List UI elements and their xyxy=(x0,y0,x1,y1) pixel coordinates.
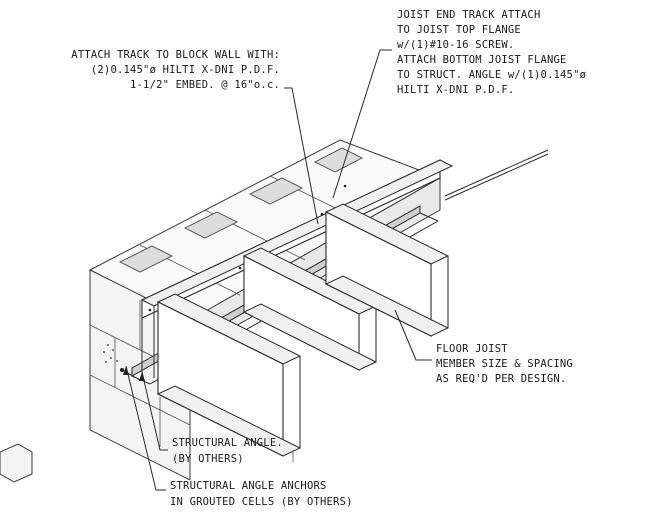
note-joist-end-track: JOIST END TRACK ATTACH TO JOIST TOP FLAN… xyxy=(397,9,587,96)
note-line: HILTI X-DNI P.D.F. xyxy=(397,84,514,96)
note-line: ATTACH BOTTOM JOIST FLANGE xyxy=(397,54,567,66)
note-line: 1-1/2" EMBED. @ 16"o.c. xyxy=(130,79,280,91)
slab-fragment xyxy=(0,443,33,483)
leader-floor-joist xyxy=(394,309,432,361)
note-structural-angle: STRUCTURAL ANGLE. (BY OTHERS) xyxy=(172,437,283,465)
note-line: TO STRUCT. ANGLE w/(1)0.145"ø xyxy=(397,69,587,81)
note-floor-joist: FLOOR JOIST MEMBER SIZE & SPACING AS REQ… xyxy=(436,343,573,385)
note-line: TO JOIST TOP FLANGE xyxy=(397,24,521,36)
note-line: w/(1)#10-16 SCREW. xyxy=(397,39,514,51)
note-line: FLOOR JOIST xyxy=(436,343,508,355)
note-line: ATTACH TRACK TO BLOCK WALL WITH: xyxy=(71,49,280,61)
note-line: (BY OTHERS) xyxy=(172,453,244,465)
note-line: (2)0.145"ø HILTI X-DNI P.D.F. xyxy=(91,64,280,76)
floor-joist xyxy=(156,293,302,462)
block-cell xyxy=(314,147,363,173)
block-cell xyxy=(118,245,174,273)
track-extension-line xyxy=(444,149,549,197)
note-track-to-wall: ATTACH TRACK TO BLOCK WALL WITH: (2)0.14… xyxy=(71,49,280,91)
floor-joist xyxy=(242,247,378,371)
leader-joist-end-track xyxy=(332,49,392,199)
floor-joist xyxy=(324,203,450,337)
note-angle-anchors: STRUCTURAL ANGLE ANCHORS IN GROUTED CELL… xyxy=(170,480,353,508)
block-cell xyxy=(183,211,239,239)
note-line: JOIST END TRACK ATTACH xyxy=(397,9,540,21)
block-cell xyxy=(248,177,304,205)
note-line: MEMBER SIZE & SPACING xyxy=(436,358,573,370)
note-line: IN GROUTED CELLS (BY OTHERS) xyxy=(170,496,353,508)
leader-structural-angle xyxy=(141,371,168,451)
note-line: AS REQ'D PER DESIGN. xyxy=(436,373,566,385)
leader-track-to-wall xyxy=(284,87,319,225)
note-line: STRUCTURAL ANGLE. xyxy=(172,437,283,449)
grouted-cell xyxy=(103,344,118,363)
note-line: STRUCTURAL ANGLE ANCHORS xyxy=(170,480,327,492)
leader-angle-anchors xyxy=(125,365,166,491)
